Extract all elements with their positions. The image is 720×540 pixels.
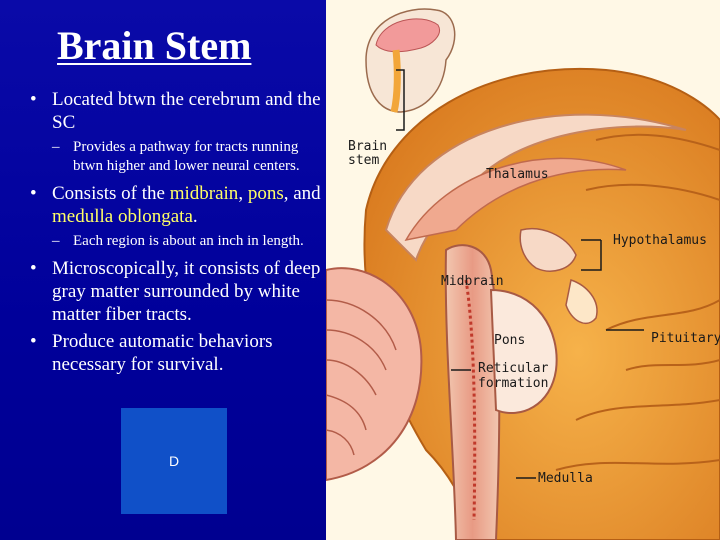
label-pons: Pons (494, 333, 525, 348)
slide-title: Brain Stem (57, 23, 252, 68)
label-brain-stem-line1: Brain (348, 139, 387, 154)
bullet-item: • Produce automatic behaviors necessary … (30, 330, 322, 376)
bullet-text-part: , and (283, 183, 321, 204)
highlight-medulla-oblongata: medulla oblongata (52, 206, 193, 227)
highlight-pons: pons (247, 183, 284, 204)
dash-icon: – (52, 139, 60, 155)
bullet-text: Located btwn the cerebrum and the SC (52, 89, 321, 133)
cerebellum (326, 267, 423, 482)
bullet-text-part: Consists of the (52, 183, 170, 204)
bullet-list: • Located btwn the cerebrum and the SC –… (30, 88, 322, 380)
bullet-item: • Consists of the midbrain, pons, and me… (30, 182, 322, 228)
bullet-text: Produce automatic behaviors necessary fo… (52, 331, 273, 375)
sub-bullet-item: – Provides a pathway for tracts running … (30, 138, 322, 176)
head-inset (365, 8, 456, 113)
text-panel: Brain Stem • Located btwn the cerebrum a… (0, 0, 326, 540)
bullet-dot-icon: • (30, 89, 37, 110)
bullet-dot-icon: • (30, 183, 37, 204)
sub-bullet-text: Provides a pathway for tracts running bt… (73, 139, 300, 174)
gyri-lines (555, 133, 720, 471)
bullet-dot-icon: • (30, 258, 37, 279)
sub-bullet-text: Each region is about an inch in length. (73, 233, 304, 249)
label-brain-stem-line2: stem (348, 153, 379, 168)
reticular-formation-fibers (464, 279, 477, 521)
highlight-midbrain: midbrain (169, 183, 239, 204)
bullet-item: • Microscopically, it consists of deep g… (30, 257, 322, 326)
label-medulla: Medulla (538, 471, 593, 486)
bullet-item: • Located btwn the cerebrum and the SC (30, 88, 322, 134)
pons-shape (489, 288, 558, 415)
hypothalamus-pituitary (519, 228, 598, 324)
placeholder-box-label: D (168, 453, 180, 469)
placeholder-box: D (121, 408, 227, 514)
label-midbrain: Midbrain (441, 274, 504, 289)
thalamus-region (404, 157, 627, 242)
bullet-dot-icon: • (30, 331, 37, 352)
bullet-text: Consists of the midbrain, pons, and medu… (52, 183, 321, 227)
bullet-text: Microscopically, it consists of deep gra… (52, 258, 321, 325)
brain-stem-column (444, 244, 501, 540)
label-thalamus: Thalamus (486, 167, 549, 182)
sub-bullet-item: – Each region is about an inch in length… (30, 232, 322, 251)
label-leader-lines (396, 69, 644, 479)
bullet-text-part: , (238, 183, 248, 204)
bullet-text-part: . (192, 206, 198, 227)
label-hypothalamus: Hypothalamus (613, 233, 707, 248)
label-pituitary: Pituitary (651, 331, 720, 346)
dash-icon: – (52, 233, 60, 249)
